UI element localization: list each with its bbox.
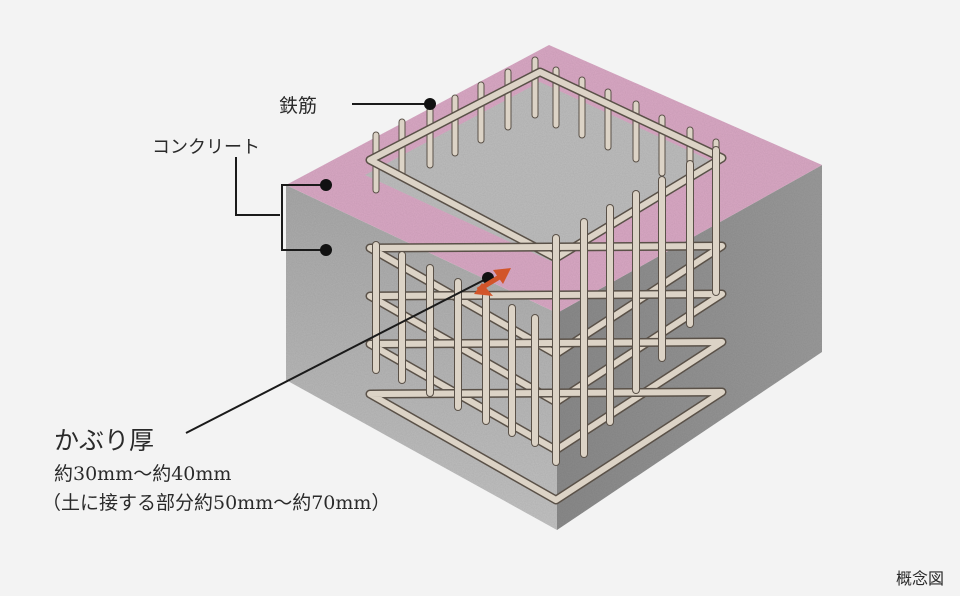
cover-range-text: 約30mm〜約40mm	[54, 463, 232, 485]
rebar-label: 鉄筋	[279, 95, 318, 117]
concrete-inner-top	[365, 82, 720, 262]
concrete-label: コンクリート	[152, 137, 260, 158]
conceptual-note: 概念図	[895, 569, 944, 588]
cover-thickness-label: かぶり厚	[54, 426, 155, 455]
concrete-right-face	[557, 165, 822, 530]
rebar-cage	[365, 56, 727, 505]
rebar-pointer-dot	[424, 98, 436, 110]
cover-thickness-arrow-icon	[474, 268, 511, 296]
leader-lines	[185, 103, 489, 434]
concrete-left-face	[286, 185, 557, 530]
leader-dots	[320, 98, 494, 284]
concrete-pointer-dot-side	[320, 244, 332, 256]
rebar-hoop-side	[365, 387, 727, 505]
cover-soil-range-text: （土に接する部分約50mm〜約70mm）	[42, 492, 391, 514]
concrete-pointer-dot-top	[320, 179, 332, 191]
rebar-hoop-top	[365, 67, 727, 263]
